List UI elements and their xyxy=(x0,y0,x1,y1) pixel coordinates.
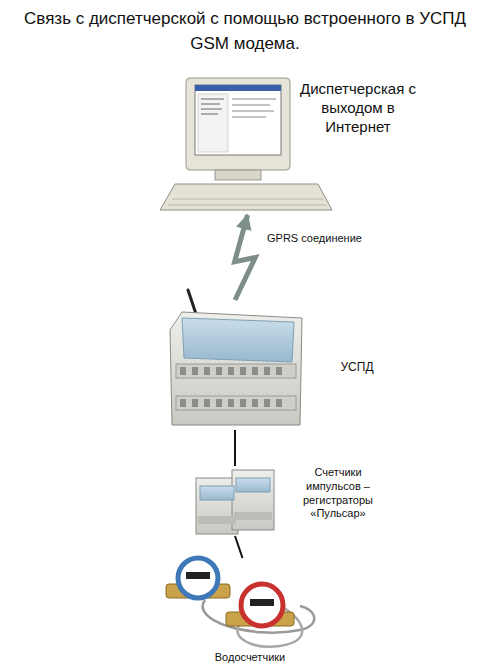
pulsar-picture xyxy=(196,470,274,534)
uspd-picture xyxy=(170,290,302,425)
picture-node: Диспетчерская с выходом в Интернет xyxy=(160,75,335,215)
gprs-arrow xyxy=(235,215,256,300)
cable-line xyxy=(234,430,236,466)
node-label: Диспетчерская с выходом в Интернет xyxy=(293,80,423,136)
computer-picture xyxy=(160,78,332,210)
water-meter-picture xyxy=(166,558,314,647)
diagram-title: Связь с диспетчерской с помощью встроенн… xyxy=(10,6,480,56)
node-label: УСПД xyxy=(322,360,392,375)
node-label: Водосчетчики xyxy=(182,651,318,665)
cable-line xyxy=(235,536,243,558)
connection-label: GPRS соединение xyxy=(265,231,364,245)
node-label: Счетчики импульсов – регистраторы «Пульс… xyxy=(288,466,388,521)
picture-node: Счетчики импульсов – регистраторы «Пульс… xyxy=(195,466,275,536)
picture-node: УСПД xyxy=(168,300,302,430)
picture-node: Водосчетчики xyxy=(160,558,325,650)
